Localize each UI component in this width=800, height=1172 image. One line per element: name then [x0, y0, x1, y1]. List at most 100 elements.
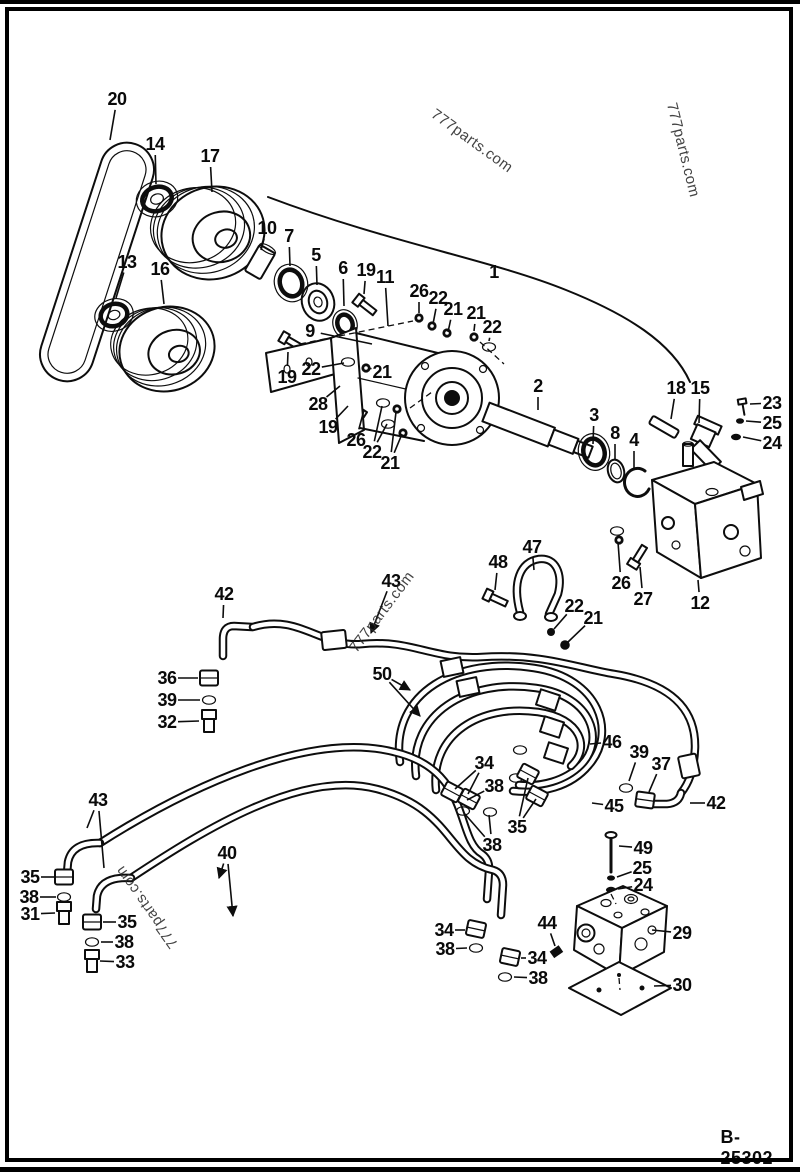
part-callout-23-32: 23 — [762, 393, 782, 413]
part-callout-40-57: 40 — [217, 843, 237, 863]
part-callout-38-54: 38 — [484, 776, 504, 796]
scan-edge-top — [0, 0, 800, 4]
part-callout-45-52: 45 — [604, 796, 624, 816]
part-callout-7-6: 7 — [284, 226, 294, 246]
washer-22 — [547, 628, 555, 636]
seal-7 — [273, 263, 309, 303]
part-callout-28-21: 28 — [308, 394, 328, 414]
part-callout-22-24: 22 — [362, 442, 382, 462]
part-callout-16-4: 16 — [150, 259, 170, 279]
part-callout-30-74: 30 — [672, 975, 692, 995]
part-callout-26-36: 26 — [611, 573, 631, 593]
scan-edge-bottom — [0, 1167, 800, 1172]
part-callout-43-43: 43 — [381, 571, 401, 591]
oring-8 — [606, 458, 626, 484]
part-callout-31-61: 31 — [20, 904, 40, 924]
spacer-10 — [244, 242, 277, 280]
construction-lines — [299, 320, 621, 991]
part-callout-35-59: 35 — [20, 867, 40, 887]
part-callout-46-48: 46 — [602, 732, 622, 752]
part-callout-19-9: 19 — [356, 260, 376, 280]
part-callout-36-44: 36 — [157, 668, 177, 688]
gearbox-housing — [355, 332, 500, 446]
part-callout-47-38: 47 — [522, 537, 542, 557]
assembly-reference-curve — [267, 196, 691, 383]
part-callout-22-15: 22 — [482, 317, 502, 337]
part-callout-10-5: 10 — [257, 218, 277, 238]
part-callout-22-12: 22 — [428, 288, 448, 308]
mount-bracket — [265, 327, 365, 444]
part-callout-44-69: 44 — [537, 913, 557, 933]
hydraulic-motor — [651, 441, 764, 579]
part-callout-34-53: 34 — [474, 753, 494, 773]
part-callout-4-29: 4 — [629, 430, 639, 450]
part-callout-29-73: 29 — [672, 923, 692, 943]
part-callout-21-14: 21 — [466, 303, 486, 323]
pulley-16 — [110, 305, 216, 393]
bolt-49 — [604, 831, 618, 874]
part-callout-17-2: 17 — [200, 146, 220, 166]
part-callout-38-60: 38 — [19, 887, 39, 907]
drive-belt — [39, 141, 155, 383]
part-callout-26-23: 26 — [346, 430, 366, 450]
part-callout-37-50: 37 — [651, 754, 671, 774]
part-callout-21-20: 21 — [372, 362, 392, 382]
hose-fittings — [54, 628, 701, 982]
part-callout-19-18: 19 — [277, 367, 297, 387]
part-callout-9-17: 9 — [305, 321, 315, 341]
part-callout-18-30: 18 — [666, 378, 686, 398]
part-callout-34-67: 34 — [527, 948, 547, 968]
part-callout-25-71: 25 — [632, 858, 652, 878]
washer-25b — [607, 875, 615, 881]
part-callout-21-25: 21 — [380, 453, 400, 473]
part-callout-1-16: 1 — [489, 262, 499, 282]
part-callout-21-13: 21 — [443, 299, 463, 319]
bearing-5 — [300, 282, 336, 322]
part-callout-20-0: 20 — [107, 89, 127, 109]
part-callout-2-26: 2 — [533, 376, 543, 396]
part-callout-19-22: 19 — [318, 417, 338, 437]
snap-ring-4 — [623, 466, 651, 498]
washer-25 — [736, 418, 744, 424]
part-callout-35-62: 35 — [117, 912, 137, 932]
part-callout-12-35: 12 — [690, 593, 710, 613]
part-callout-24-72: 24 — [633, 875, 653, 895]
part-callout-39-45: 39 — [157, 690, 177, 710]
part-callout-35-55: 35 — [507, 817, 527, 837]
diagram-border — [5, 7, 793, 1162]
part-callout-24-34: 24 — [762, 433, 782, 453]
part-callout-26-11: 26 — [409, 281, 429, 301]
part-callout-32-46: 32 — [157, 712, 177, 732]
part-callout-11-10: 11 — [375, 267, 395, 287]
part-callout-33-64: 33 — [115, 952, 135, 972]
valve-block-29 — [573, 885, 668, 977]
part-callout-34-65: 34 — [434, 920, 454, 940]
part-callout-38-63: 38 — [114, 932, 134, 952]
part-callout-14-1: 14 — [145, 134, 165, 154]
part-callout-42-42: 42 — [214, 584, 234, 604]
part-callout-22-40: 22 — [564, 596, 584, 616]
part-callout-39-49: 39 — [629, 742, 649, 762]
part-callout-8-28: 8 — [610, 423, 620, 443]
part-callout-15-31: 15 — [690, 378, 710, 398]
clip-44 — [549, 945, 564, 959]
washer-24 — [731, 433, 741, 441]
part-callout-6-8: 6 — [338, 258, 348, 278]
part-callout-50-47: 50 — [372, 664, 392, 684]
part-callout-22-19: 22 — [301, 359, 321, 379]
part-callout-42-51: 42 — [706, 793, 726, 813]
pulley-17 — [149, 185, 266, 281]
part-callout-5-7: 5 — [311, 245, 321, 265]
part-callout-49-70: 49 — [633, 838, 653, 858]
part-callout-43-58: 43 — [88, 790, 108, 810]
part-callout-3-27: 3 — [589, 405, 599, 425]
bolt-23 — [736, 397, 748, 416]
part-callout-27-37: 27 — [633, 589, 653, 609]
part-callout-38-68: 38 — [528, 968, 548, 988]
part-callout-38-66: 38 — [435, 939, 455, 959]
part-callout-48-39: 48 — [488, 552, 508, 572]
nut-21 — [560, 640, 570, 650]
